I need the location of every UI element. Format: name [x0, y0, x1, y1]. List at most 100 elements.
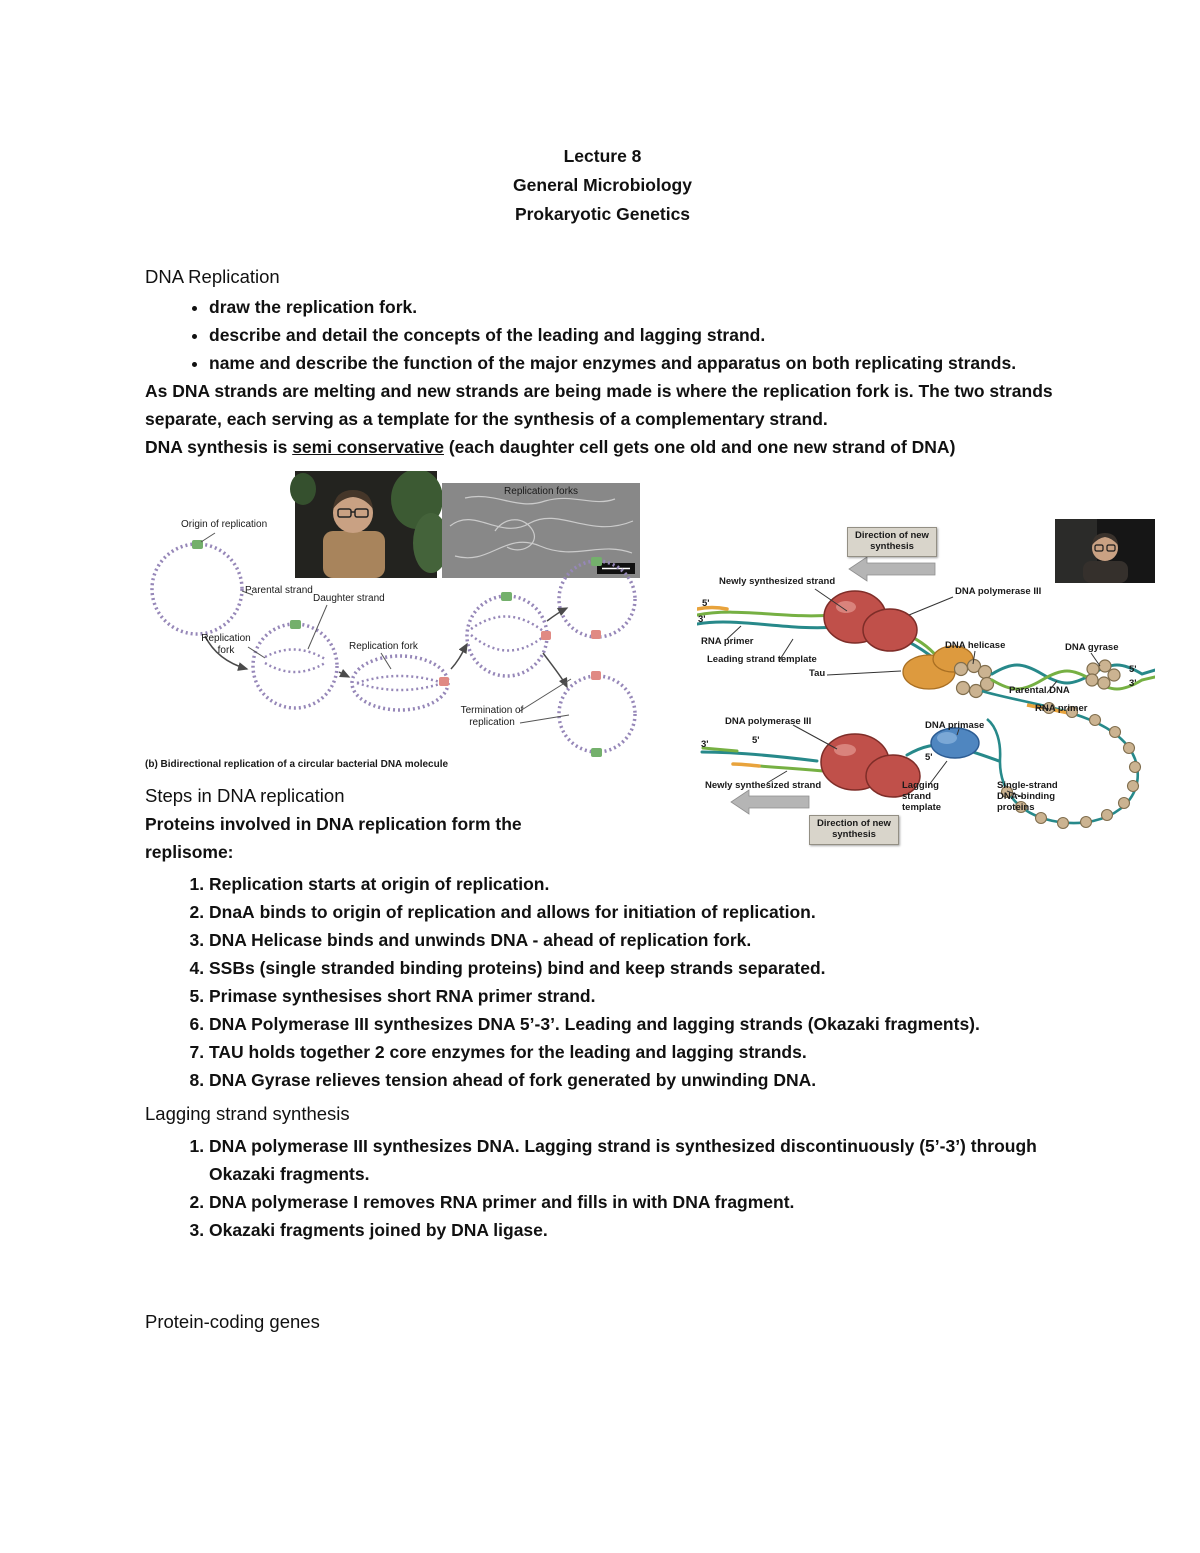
label-newly-synthesized-strand-bottom: Newly synthesized strand [705, 780, 822, 791]
origin-marks [192, 540, 602, 757]
intro-paragraph: As DNA strands are melting and new stran… [145, 381, 1053, 429]
list-item: DNA Helicase binds and unwinds DNA - ahe… [209, 926, 1060, 954]
dna-helicase-protein [953, 658, 995, 699]
item-term: DnaA [209, 902, 255, 922]
heading-dna-replication: DNA Replication [145, 266, 280, 287]
item-term: TAU [209, 1042, 244, 1062]
label-5-prime-bottom-left: 5' [752, 735, 760, 746]
item-text: (single stranded binding proteins) bind … [254, 958, 826, 978]
item-term: Primase [209, 986, 278, 1006]
list-item: Primase synthesises short RNA primer str… [209, 982, 1060, 1010]
steps-intro: Proteins involved in DNA replication for… [145, 814, 522, 862]
figure-caption: (b) Bidirectional replication of a circu… [145, 759, 449, 770]
item-text: removes RNA primer and fills in with DNA… [358, 1192, 795, 1212]
label-dna-primase: DNA primase [925, 720, 985, 731]
webcam-still-right [1055, 519, 1155, 583]
item-text: binds and unwinds DNA - ahead of replica… [322, 930, 752, 950]
title-line-3: Prokaryotic Genetics [514, 204, 691, 224]
item-term: DNA polymerase I [209, 1192, 359, 1212]
list-item: TAU holds together 2 core enzymes for th… [209, 1038, 1060, 1066]
item-term: DNA Gyrase [209, 1070, 311, 1090]
label-parental-dna: Parental DNA [1009, 685, 1070, 696]
list-item: DNA Polymerase III synthesizes DNA 5’-3’… [209, 1010, 1060, 1038]
replication-fork-art [697, 519, 1155, 830]
label-newly-synthesized-strand-top: Newly synthesized strand [719, 576, 836, 587]
webcam-still-left [290, 471, 449, 578]
item-text: synthesises short RNA primer strand. [277, 986, 596, 1006]
list-item: describe and detail the concepts of the … [209, 321, 1060, 349]
heading-steps: Steps in DNA replication [145, 785, 345, 806]
label-tau: Tau [809, 668, 826, 679]
label-rna-primer-right: RNA primer [1035, 703, 1088, 714]
document-content: Lecture 8 General Microbiology Prokaryot… [0, 0, 1200, 1336]
list-item: draw the replication fork. [209, 293, 1060, 321]
dna-polymerase-3-bottom [820, 733, 921, 798]
label-rna-primer-top: RNA primer [701, 636, 754, 647]
steps-list: Replication starts at origin of replicat… [145, 870, 1060, 1094]
item-term: DNA polymerase III [209, 1136, 368, 1156]
micrograph-label: Replication forks [504, 486, 578, 497]
label-daughter-strand: Daughter strand [313, 593, 385, 604]
label-parental-strand: Parental strand [245, 585, 313, 596]
replication-forks-micrograph [442, 483, 640, 578]
item-text: synthesizes DNA. Lagging strand is synth… [209, 1136, 1037, 1184]
label-termination: Termination of replication [460, 705, 524, 728]
label-dna-helicase: DNA helicase [945, 640, 1006, 651]
semi-conservative-line: DNA synthesis is semi conservative (each… [145, 433, 1060, 461]
item-text: synthesizes DNA 5’-3’. Leading and laggi… [368, 1014, 980, 1034]
label-dna-gyrase: DNA gyrase [1065, 642, 1119, 653]
label-ssb-proteins: Single-strand DNA-binding proteins [997, 780, 1058, 813]
lagging-loop [981, 689, 1142, 830]
semi-conservative-term: semi conservative [292, 437, 444, 457]
lagging-list: DNA polymerase III synthesizes DNA. Lagg… [145, 1132, 1060, 1244]
semi-suffix: (each daughter cell gets one old and one… [443, 437, 956, 457]
title-line-2: General Microbiology [513, 175, 692, 195]
figure-circular-replication: Replication forks Origin of replication … [145, 471, 650, 778]
item-term: DNA Polymerase III [209, 1014, 369, 1034]
label-dna-polymerase-3-top: DNA polymerase III [955, 586, 1042, 597]
label-5-prime-right: 5' [1129, 664, 1137, 675]
list-item: DNA polymerase III synthesizes DNA. Lagg… [209, 1132, 1060, 1188]
document-title: Lecture 8 General Microbiology Prokaryot… [145, 0, 1060, 229]
direction-arrows [730, 556, 936, 815]
item-text: relieves tension ahead of fork generated… [310, 1070, 817, 1090]
label-leading-strand-template: Leading strand template [707, 654, 817, 665]
dna-polymerase-3-top [823, 590, 918, 652]
list-item: Replication starts at origin of replicat… [209, 870, 1060, 898]
list-item: name and describe the function of the ma… [209, 349, 1060, 377]
flow-arrows [204, 607, 569, 689]
label-direction-of-new-synthesis-bottom: Direction of new synthesis [809, 815, 899, 845]
item-text: Okazaki fragments joined by [209, 1220, 452, 1240]
semi-prefix: DNA synthesis is [145, 437, 293, 457]
termination-marks [439, 630, 601, 686]
circular-replication-art [150, 471, 640, 757]
label-3-prime-right: 3' [1129, 678, 1137, 689]
leader-lines [200, 532, 572, 724]
label-5-prime-mid: 5' [925, 752, 933, 763]
list-item: SSBs (single stranded binding proteins) … [209, 954, 1060, 982]
label-5-prime-top: 5' [702, 598, 710, 609]
label-direction-of-new-synthesis-top: Direction of new synthesis [847, 527, 937, 557]
dna-gyrase-protein [1085, 659, 1121, 690]
item-text: binds to origin of replication and allow… [254, 902, 816, 922]
label-3-prime-bottom-left: 3' [701, 739, 709, 750]
leader-lines [726, 588, 1101, 798]
replication-bubbles [264, 615, 544, 692]
label-origin-of-replication: Origin of replication [181, 519, 268, 530]
item-text: holds together 2 core enzymes for the le… [243, 1042, 807, 1062]
label-dna-polymerase-3-bottom: DNA polymerase III [725, 716, 812, 727]
label-replication-fork-1: Replication fork [201, 633, 251, 656]
figures-row: Replication forks Origin of replication … [145, 471, 1155, 845]
item-text: . [542, 1220, 548, 1240]
dna-primase-protein [930, 727, 980, 759]
item-text: Replication starts at origin of replicat… [209, 874, 550, 894]
figure-replication-fork: Direction of new synthesis Newly synthes… [697, 519, 1155, 857]
label-3-prime-top: 3' [698, 614, 706, 625]
heading-lagging-strand: Lagging strand synthesis [145, 1103, 350, 1124]
item-term: DNA ligase [451, 1220, 543, 1240]
heading-protein-coding-genes: Protein-coding genes [145, 1311, 320, 1332]
list-item: Okazaki fragments joined by DNA ligase. [209, 1216, 1060, 1244]
objectives-list: draw the replication fork. describe and … [145, 293, 1060, 377]
label-lagging-strand-template: Lagging strand template [902, 780, 942, 813]
item-term: DNA Helicase [209, 930, 323, 950]
